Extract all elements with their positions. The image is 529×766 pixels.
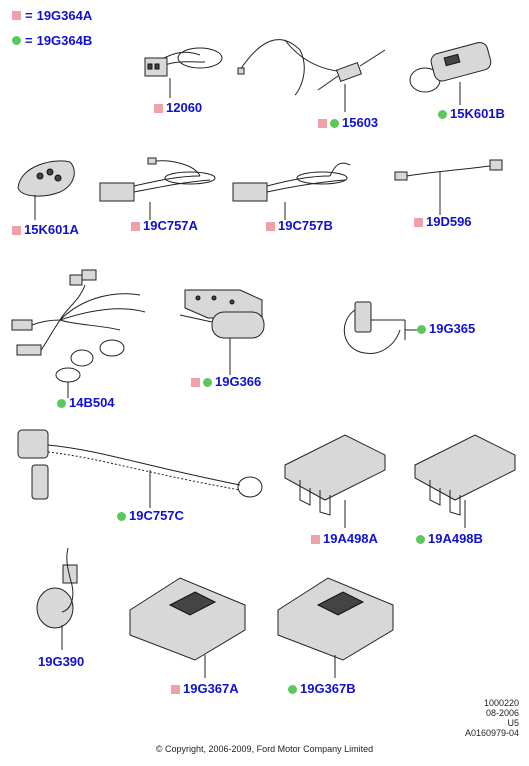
part-label: 19G366 xyxy=(191,375,261,389)
part-19C757B-drawing xyxy=(232,162,351,220)
green-dot-marker xyxy=(288,684,297,694)
part-label: 15K601B xyxy=(438,107,505,121)
part-label: 14B504 xyxy=(57,396,115,410)
green-dot-marker xyxy=(117,511,126,521)
green-dot-marker xyxy=(12,36,21,45)
pink-square-marker xyxy=(12,225,21,235)
legend-pink: = 19G364A xyxy=(12,8,92,23)
part-19D596-drawing xyxy=(394,159,503,215)
part-14B504-drawing xyxy=(11,269,146,398)
part-19A498B-drawing xyxy=(414,434,516,528)
part-label: 19A498A xyxy=(311,532,378,546)
part-label: 15K601A xyxy=(12,223,79,237)
part-code: 19G366 xyxy=(215,374,262,389)
legend-pink-code: 19G364A xyxy=(36,8,93,23)
part-label: 19G367A xyxy=(171,682,239,696)
part-19C757C-drawing xyxy=(17,429,263,508)
part-15K601B-drawing xyxy=(409,42,492,105)
meta-line: 08-2006 xyxy=(485,708,519,718)
green-dot-marker xyxy=(330,118,339,128)
pink-square-marker xyxy=(318,118,327,128)
part-code: 19A498B xyxy=(428,531,483,546)
part-15603-drawing xyxy=(237,39,386,112)
part-15K601A-drawing xyxy=(17,160,75,220)
part-12060-drawing xyxy=(144,47,223,98)
part-code: 12060 xyxy=(166,100,203,115)
green-dot-marker xyxy=(417,324,426,334)
part-code: 14B504 xyxy=(69,395,115,410)
part-label: 19G365 xyxy=(417,322,475,336)
pink-square-marker xyxy=(171,684,180,694)
part-code: 15603 xyxy=(342,115,379,130)
green-dot-marker xyxy=(416,534,425,544)
part-19A498A-drawing xyxy=(284,434,386,528)
part-19G366-drawing xyxy=(179,289,265,375)
part-label: 12060 xyxy=(154,101,202,115)
part-19G367B-drawing xyxy=(277,577,394,678)
diagram-meta: 1000220 08-2006 U5 A0160979-04 xyxy=(465,698,519,738)
legend-equals: = xyxy=(25,33,33,48)
part-label: 19C757A xyxy=(131,219,198,233)
part-label: 19C757C xyxy=(117,509,184,523)
part-code: 15K601A xyxy=(24,222,79,237)
part-19G367A-drawing xyxy=(129,577,246,678)
pink-square-marker xyxy=(12,11,21,20)
part-label: 19G390 xyxy=(38,655,84,669)
part-code: 15K601B xyxy=(450,106,505,121)
part-19C757A-drawing xyxy=(99,157,216,220)
green-dot-marker xyxy=(57,398,66,408)
pink-square-marker xyxy=(131,221,140,231)
part-code: 19C757C xyxy=(129,508,184,523)
pink-square-marker xyxy=(311,534,320,544)
part-code: 19G365 xyxy=(429,321,476,336)
pink-square-marker xyxy=(154,103,163,113)
part-code: 19C757B xyxy=(278,218,333,233)
legend-green-code: 19G364B xyxy=(36,33,93,48)
part-label: 19D596 xyxy=(414,215,472,229)
part-label: 19G367B xyxy=(288,682,356,696)
meta-line: 1000220 xyxy=(483,698,519,708)
part-19G390-drawing xyxy=(36,547,78,650)
part-code: 19G390 xyxy=(38,654,85,669)
pink-square-marker xyxy=(266,221,275,231)
green-dot-marker xyxy=(438,109,447,119)
part-label: 19A498B xyxy=(416,532,483,546)
legend-green: = 19G364B xyxy=(12,33,92,48)
meta-line: U5 xyxy=(507,718,519,728)
part-label: 19C757B xyxy=(266,219,333,233)
copyright-text: © Copyright, 2006-2009, Ford Motor Compa… xyxy=(155,744,374,754)
part-code: 19G367B xyxy=(300,681,356,696)
part-19G365-drawing xyxy=(343,301,418,354)
part-label: 15603 xyxy=(318,116,378,130)
legend-equals: = xyxy=(25,8,33,23)
pink-square-marker xyxy=(191,377,200,387)
meta-line: A0160979-04 xyxy=(464,728,519,738)
part-code: 19G367A xyxy=(183,681,239,696)
part-code: 19A498A xyxy=(323,531,378,546)
part-code: 19D596 xyxy=(426,214,472,229)
pink-square-marker xyxy=(414,217,423,227)
green-dot-marker xyxy=(203,377,212,387)
part-code: 19C757A xyxy=(143,218,198,233)
